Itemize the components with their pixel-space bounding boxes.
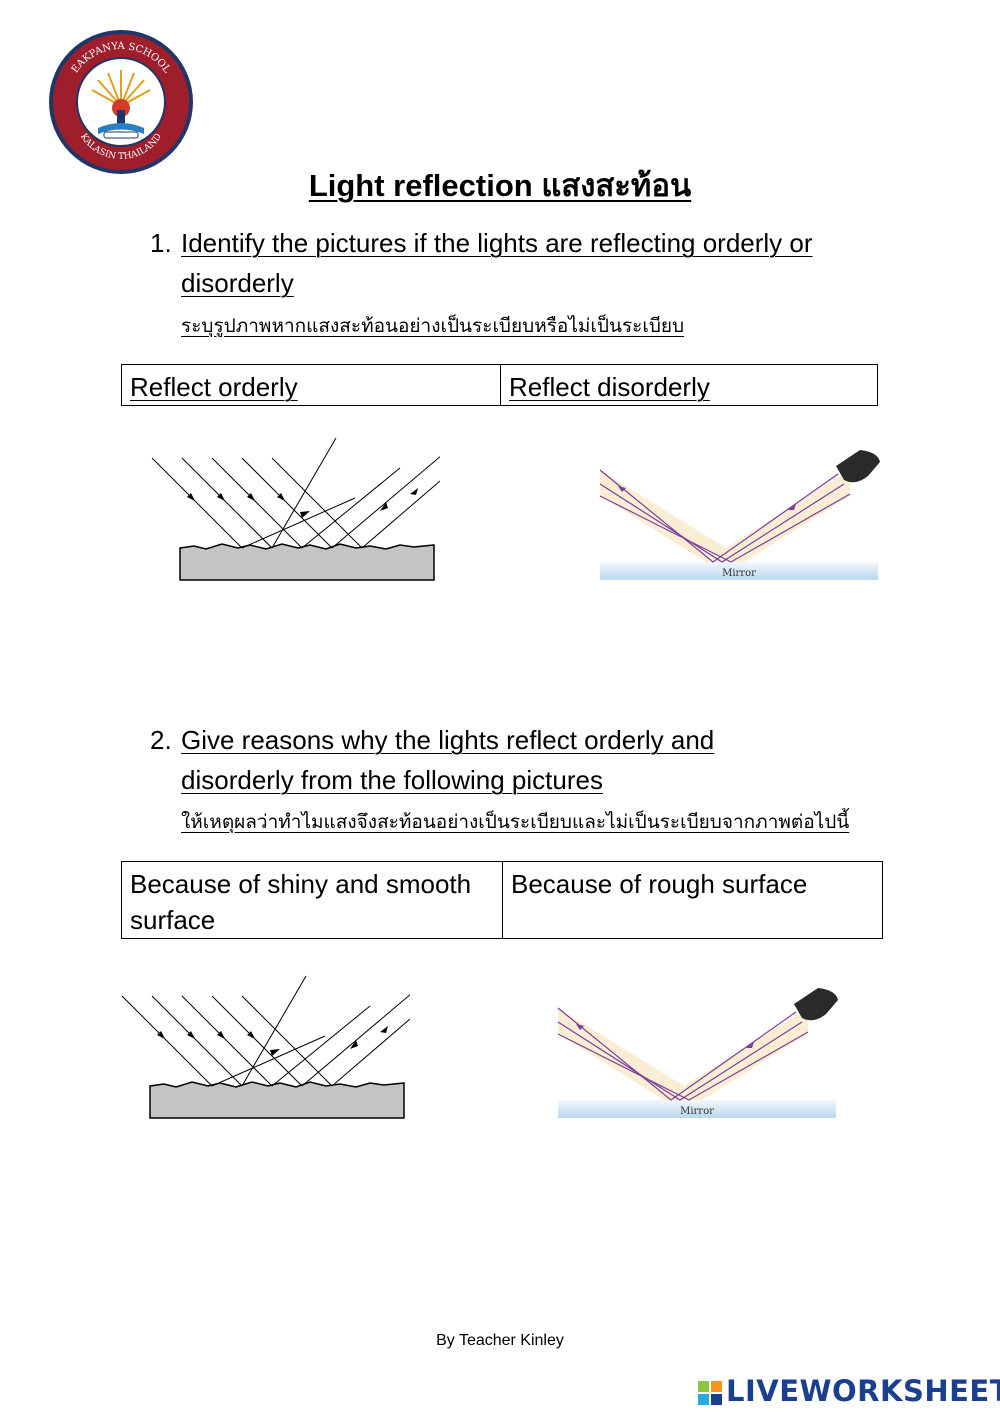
mirror-diagram-1: Mirror <box>598 446 883 586</box>
answer-cell-1a[interactable]: Reflect orderly <box>121 364 501 406</box>
answer-cell-2b[interactable]: Because of rough surface <box>502 861 883 939</box>
worksheet-title: Light reflection แสงสะท้อน <box>308 168 692 203</box>
question-1-thai: ระบุรูปภาพหากแสงสะท้อนอย่างเป็นระเบียบหร… <box>181 316 685 337</box>
mirror-diagram-2: Mirror <box>556 984 841 1124</box>
liveworksheets-logo-icon <box>698 1381 722 1405</box>
question-1-text-line1: Identify the pictures if the lights are … <box>181 228 813 258</box>
author-footer: By Teacher Kinley <box>436 1332 564 1349</box>
mirror-label: Mirror <box>722 568 756 579</box>
answer-cell-1b[interactable]: Reflect disorderly <box>500 364 878 406</box>
mirror-label: Mirror <box>680 1106 714 1117</box>
question-1-number: 1. <box>150 228 172 258</box>
question-1-text-line2: disorderly <box>181 268 294 298</box>
rough-surface-diagram-2 <box>120 974 419 1124</box>
rough-surface-diagram-1 <box>150 436 449 586</box>
answer-table-1: Reflect orderly Reflect disorderly <box>121 364 878 406</box>
question-2-text-line2: disorderly from the following pictures <box>181 765 603 795</box>
question-2-number: 2. <box>150 725 172 755</box>
answer-cell-2a[interactable]: Because of shiny and smooth surface <box>121 861 503 939</box>
answer-table-2: Because of shiny and smooth surface Beca… <box>121 861 883 939</box>
liveworksheets-brand: LIVEWORKSHEETS <box>726 1374 1000 1408</box>
school-logo: EAKPANYA SCHOOL KALASIN THAILAND <box>46 28 196 176</box>
question-2-text-line1: Give reasons why the lights reflect orde… <box>181 725 715 755</box>
question-2-thai: ให้เหตุผลว่าทำไมแสงจึงสะท้อนอย่างเป็นระเ… <box>181 812 850 833</box>
